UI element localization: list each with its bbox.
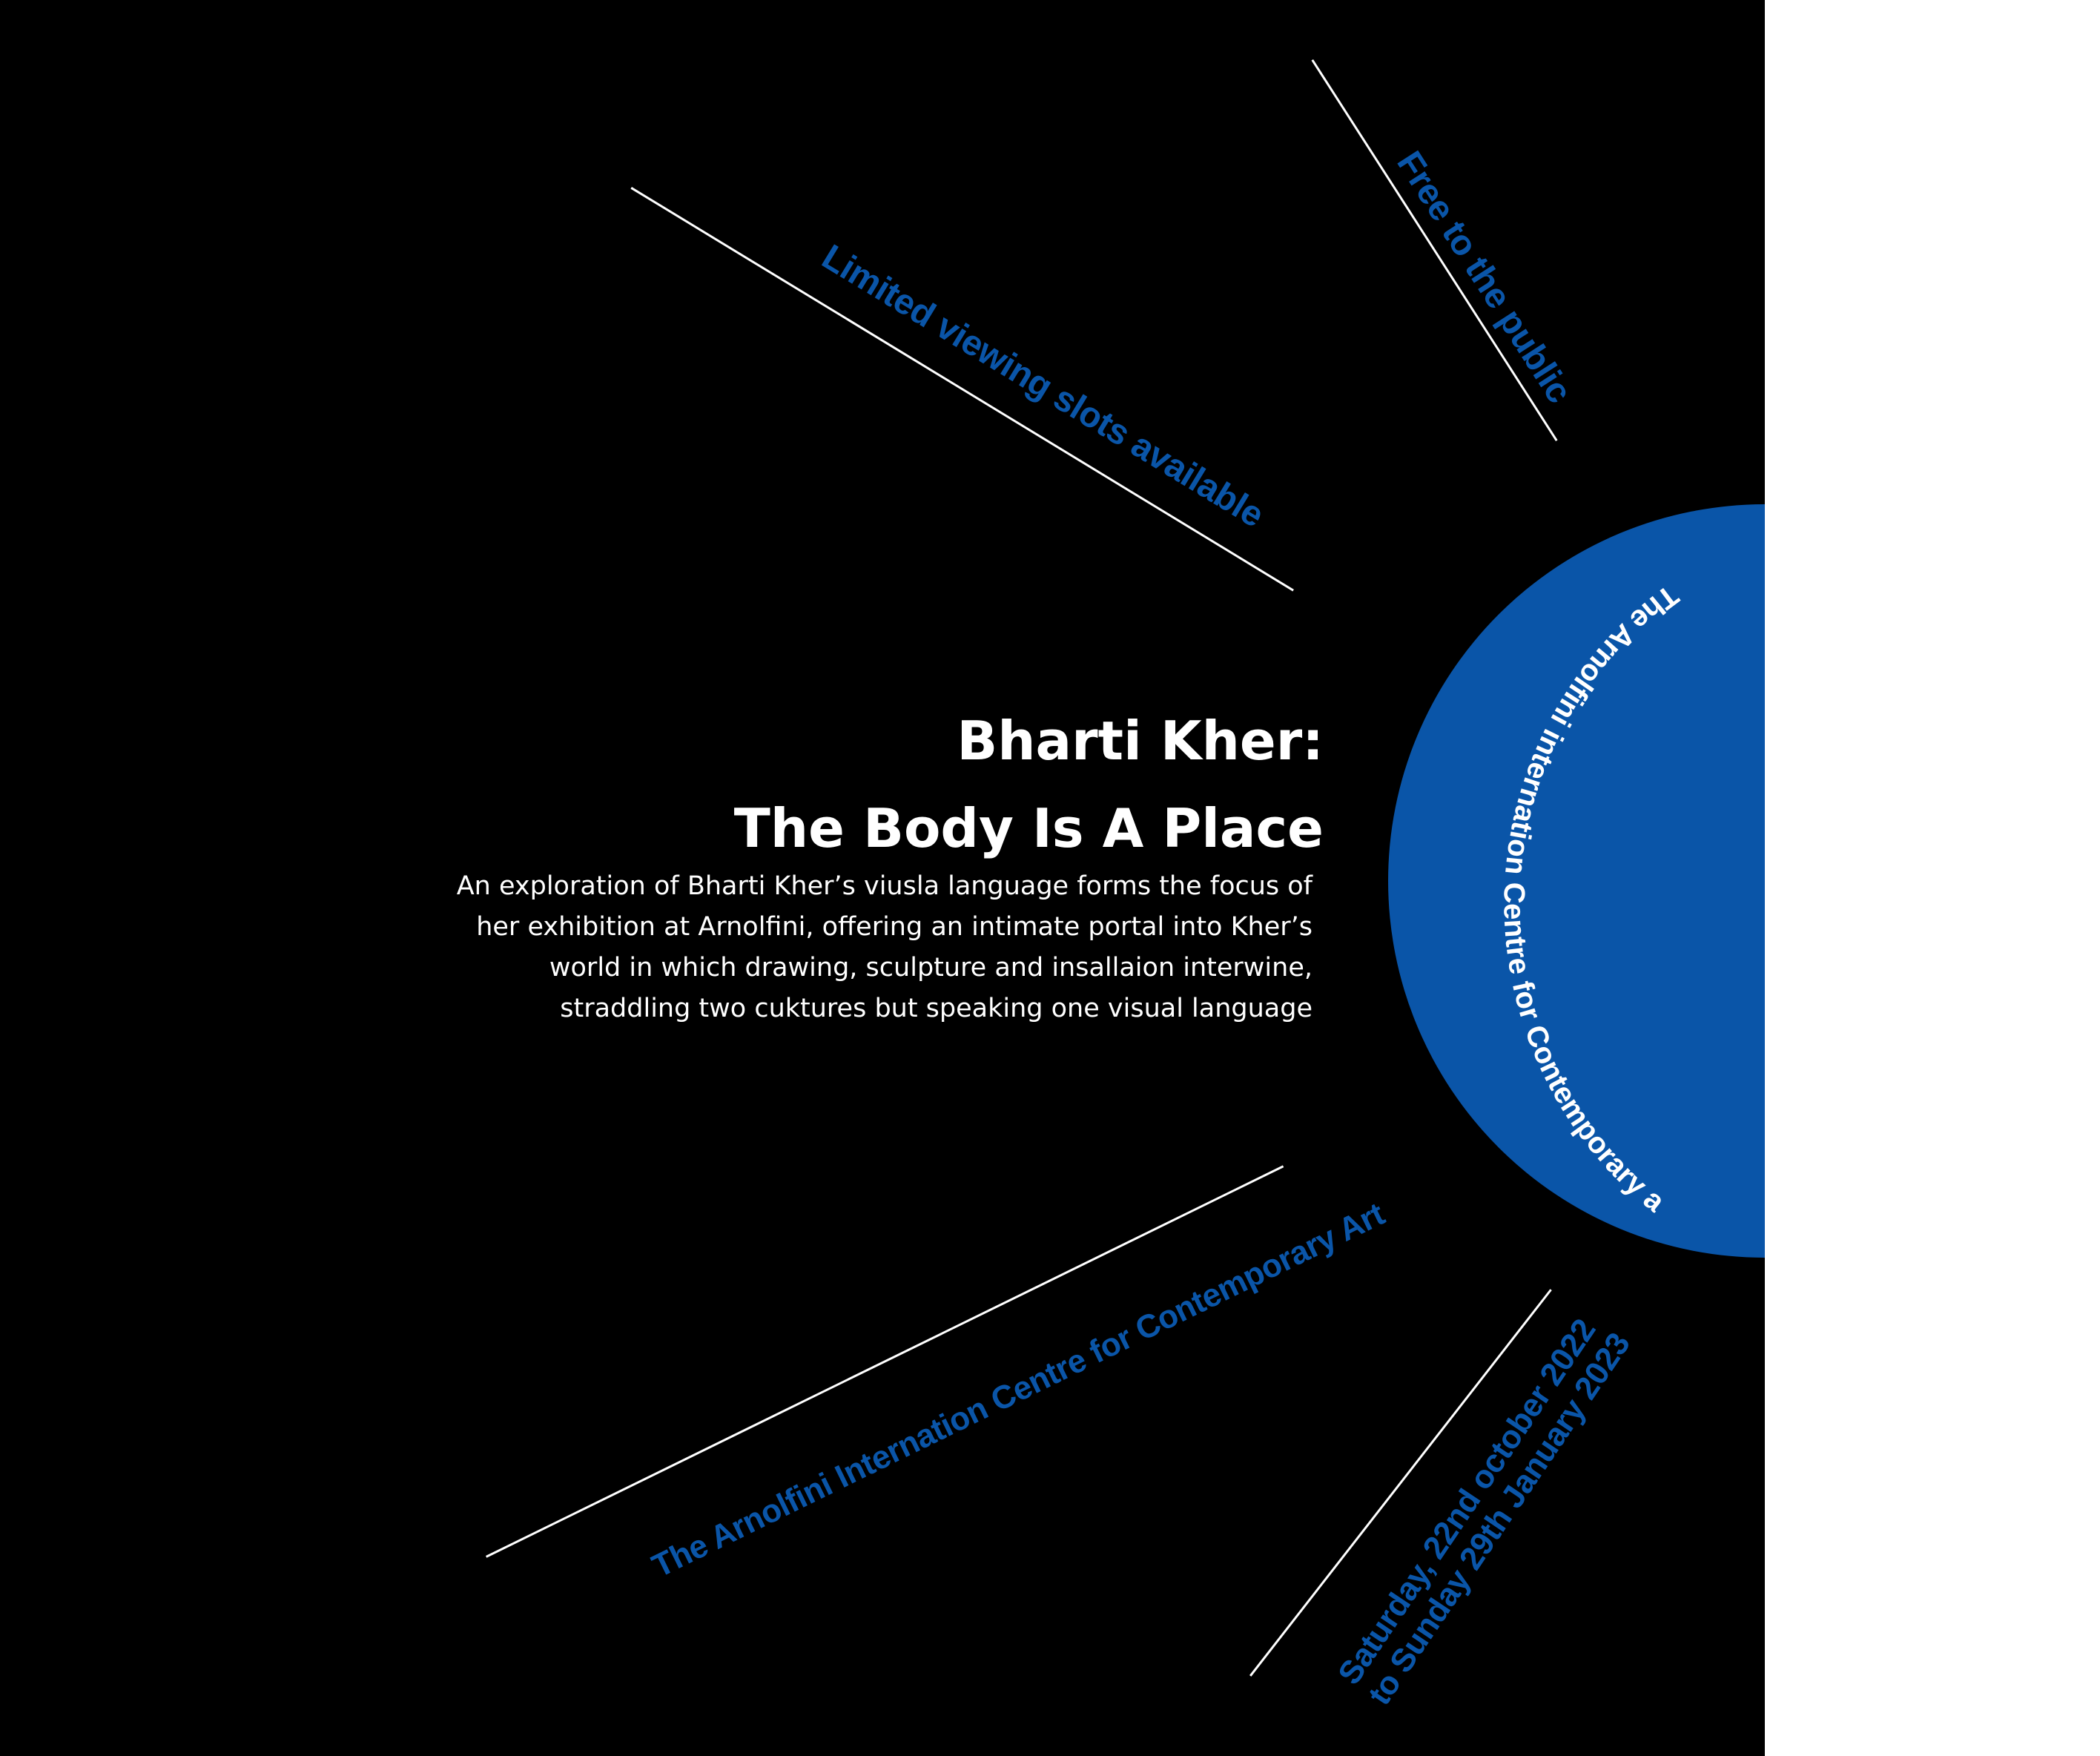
exhibition-title: Bharti Kher: The Body Is A Place xyxy=(734,697,1324,872)
exhibition-description: An exploration of Bharti Kher’s viusla l… xyxy=(457,866,1312,1029)
description-line-4: straddling two cuktures but speaking one… xyxy=(560,994,1312,1023)
poster: Free to the public Limited viewing slots… xyxy=(0,0,1765,1756)
title-line-1: Bharti Kher: xyxy=(957,710,1324,772)
half-circle-shape xyxy=(1388,504,1765,1258)
description-line-1: An exploration of Bharti Kher’s viusla l… xyxy=(456,871,1312,901)
title-line-2: The Body Is A Place xyxy=(733,797,1324,859)
arnolfini-half-circle: The Arnolfini internation Centre for Con… xyxy=(0,0,1765,1258)
description-line-3: world in which drawing, sculpture and in… xyxy=(549,953,1312,983)
description-line-2: her exhibition at Arnolfini, offering an… xyxy=(476,912,1312,942)
